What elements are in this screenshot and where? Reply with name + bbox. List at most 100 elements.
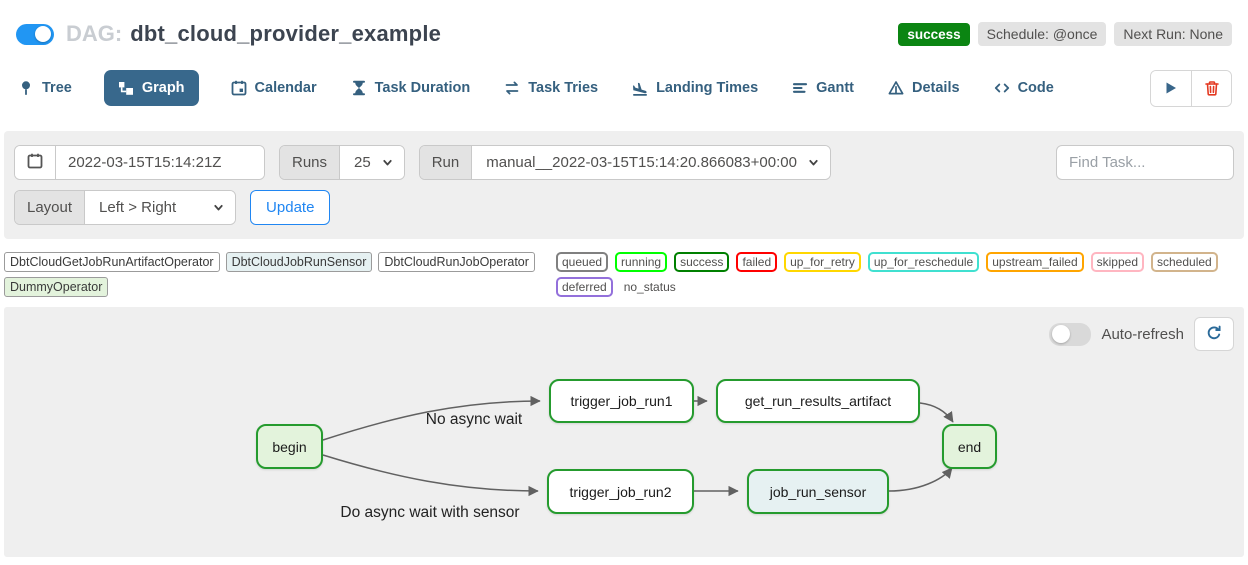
- status-filter-queued[interactable]: queued: [556, 252, 609, 272]
- gantt-icon: [792, 80, 808, 96]
- layout-group: Layout Left > Right: [14, 190, 237, 225]
- operator-badge: DbtCloudGetJobRunArtifactOperator: [4, 252, 220, 272]
- edge-job_run_sensor-to-end: [888, 467, 953, 492]
- graph-node-end[interactable]: end: [942, 424, 997, 469]
- edge-label: No async wait: [425, 411, 523, 428]
- chevron-down-icon: [807, 156, 820, 169]
- tab-label: Gantt: [816, 80, 854, 96]
- edge-begin-to-trigger_job_run2: [322, 454, 539, 497]
- status-filter-up_for_retry[interactable]: up_for_retry: [784, 252, 861, 272]
- refresh-icon: [1206, 325, 1222, 344]
- status-filter-skipped[interactable]: skipped: [1090, 252, 1144, 272]
- details-icon: [888, 80, 904, 96]
- layout-label: Layout: [15, 191, 86, 224]
- refresh-button[interactable]: [1194, 317, 1234, 351]
- run-select[interactable]: manual__2022-03-15T15:14:20.866083+00:00: [472, 146, 830, 179]
- dag-header: DAG: dbt_cloud_provider_example success …: [0, 0, 1248, 58]
- status-legend-row-1: queued running success failed up_for_retry up…: [556, 252, 1232, 272]
- tab-task-duration[interactable]: Task Duration: [349, 70, 473, 106]
- run-label: Run: [419, 146, 473, 179]
- dag-name: dbt_cloud_provider_example: [130, 21, 442, 46]
- tab-label: Details: [912, 80, 960, 96]
- base-date-input[interactable]: [56, 146, 264, 179]
- page-title: DAG: dbt_cloud_provider_example: [66, 21, 441, 47]
- trash-icon: [1204, 80, 1220, 96]
- dag-edges: [322, 395, 954, 497]
- operator-legend: DbtCloudGetJobRunArtifactOperator DbtClou…: [4, 252, 556, 297]
- status-filter-deferred[interactable]: deferred: [556, 277, 613, 297]
- tab-tree[interactable]: Tree: [16, 70, 74, 106]
- calendar-picker-button[interactable]: [15, 146, 56, 179]
- tab-code[interactable]: Code: [992, 70, 1056, 106]
- dag-action-buttons: [1150, 69, 1232, 107]
- tab-label: Calendar: [254, 80, 317, 96]
- operator-badge: DbtCloudRunJobOperator: [378, 252, 535, 272]
- graph-node-get_run_results_artifact[interactable]: get_run_results_artifact: [716, 379, 920, 423]
- hourglass-icon: [351, 80, 367, 96]
- auto-refresh-toggle[interactable]: [1049, 322, 1092, 346]
- view-tabbar: Tree Graph Calendar Task Duration Task Tries…: [0, 58, 1248, 124]
- run-selected-value: manual__2022-03-15T15:14:20.866083+00:00: [486, 154, 797, 171]
- filter-toolbar: Runs 25 Run manual__2022-03-15T15:14:20.…: [4, 131, 1244, 239]
- tab-calendar[interactable]: Calendar: [229, 70, 319, 106]
- toggle-knob: [35, 26, 51, 42]
- status-filter-failed[interactable]: failed: [736, 252, 778, 272]
- tab-label: Tree: [42, 80, 72, 96]
- tab-gantt[interactable]: Gantt: [790, 70, 856, 106]
- tab-label: Code: [1017, 80, 1054, 96]
- graph-controls: Auto-refresh: [1049, 317, 1234, 351]
- tab-list: Tree Graph Calendar Task Duration Task Tries…: [16, 70, 1056, 106]
- edge-get_run_results_artifact-to-end: [919, 402, 954, 423]
- status-filter-upstream_failed[interactable]: upstream_failed: [986, 252, 1084, 272]
- dag-pause-toggle[interactable]: [16, 23, 54, 45]
- chevron-down-icon: [212, 201, 225, 214]
- toolbar-row-2: Layout Left > Right Update: [14, 190, 1234, 225]
- graph-node-begin[interactable]: begin: [256, 424, 323, 469]
- update-button[interactable]: Update: [250, 190, 331, 225]
- retries-icon: [504, 80, 520, 96]
- edge-label: Do async wait with sensor: [340, 504, 520, 521]
- auto-refresh-label: Auto-refresh: [1101, 325, 1184, 343]
- tab-details[interactable]: Details: [886, 70, 962, 106]
- code-icon: [994, 80, 1010, 96]
- tab-label: Task Duration: [374, 80, 471, 96]
- status-filter-success[interactable]: success: [674, 252, 730, 272]
- layout-select[interactable]: Left > Right: [85, 191, 236, 224]
- play-icon: [1163, 80, 1179, 96]
- tab-task-tries[interactable]: Task Tries: [502, 70, 600, 106]
- next-run-chip: Next Run: None: [1114, 22, 1232, 46]
- operator-badge: DummyOperator: [4, 277, 109, 297]
- runs-group: Runs 25: [279, 145, 405, 180]
- tab-label: Landing Times: [656, 80, 759, 96]
- tree-icon: [18, 80, 34, 96]
- graph-icon: [118, 80, 134, 96]
- graph-node-job_run_sensor[interactable]: job_run_sensor: [747, 469, 889, 514]
- delete-dag-button[interactable]: [1191, 70, 1231, 106]
- tab-label: Graph: [141, 80, 185, 96]
- base-date-group: [14, 145, 265, 180]
- status-legend: queued running success failed up_for_retry up…: [556, 252, 1232, 297]
- edge-begin-to-trigger_job_run1: [322, 395, 541, 441]
- layout-selected-value: Left > Right: [99, 199, 177, 216]
- find-task-input[interactable]: [1056, 145, 1234, 180]
- graph-node-trigger_job_run2[interactable]: trigger_job_run2: [547, 469, 694, 514]
- calendar-icon: [27, 153, 43, 173]
- plane-landing-icon: [632, 80, 648, 96]
- dag-prefix-label: DAG:: [66, 21, 123, 46]
- graph-node-trigger_job_run1[interactable]: trigger_job_run1: [549, 379, 694, 423]
- status-label-no_status: no_status: [623, 280, 676, 294]
- run-group: Run manual__2022-03-15T15:14:20.866083+0…: [418, 145, 831, 180]
- status-filter-up_for_reschedule[interactable]: up_for_reschedule: [867, 252, 980, 272]
- status-badge: success: [898, 22, 970, 46]
- legend: DbtCloudGetJobRunArtifactOperator DbtClou…: [0, 239, 1248, 307]
- runs-select[interactable]: 25: [340, 146, 404, 179]
- status-filter-scheduled[interactable]: scheduled: [1151, 252, 1218, 272]
- tab-landing-times[interactable]: Landing Times: [630, 70, 760, 106]
- tab-graph[interactable]: Graph: [103, 70, 199, 106]
- calendar-icon: [231, 80, 247, 96]
- status-filter-running[interactable]: running: [615, 252, 668, 272]
- runs-label: Runs: [280, 146, 341, 179]
- header-badges: success Schedule: @once Next Run: None: [898, 22, 1232, 46]
- toolbar-row-1: Runs 25 Run manual__2022-03-15T15:14:20.…: [14, 145, 1234, 180]
- trigger-dag-button[interactable]: [1151, 70, 1191, 106]
